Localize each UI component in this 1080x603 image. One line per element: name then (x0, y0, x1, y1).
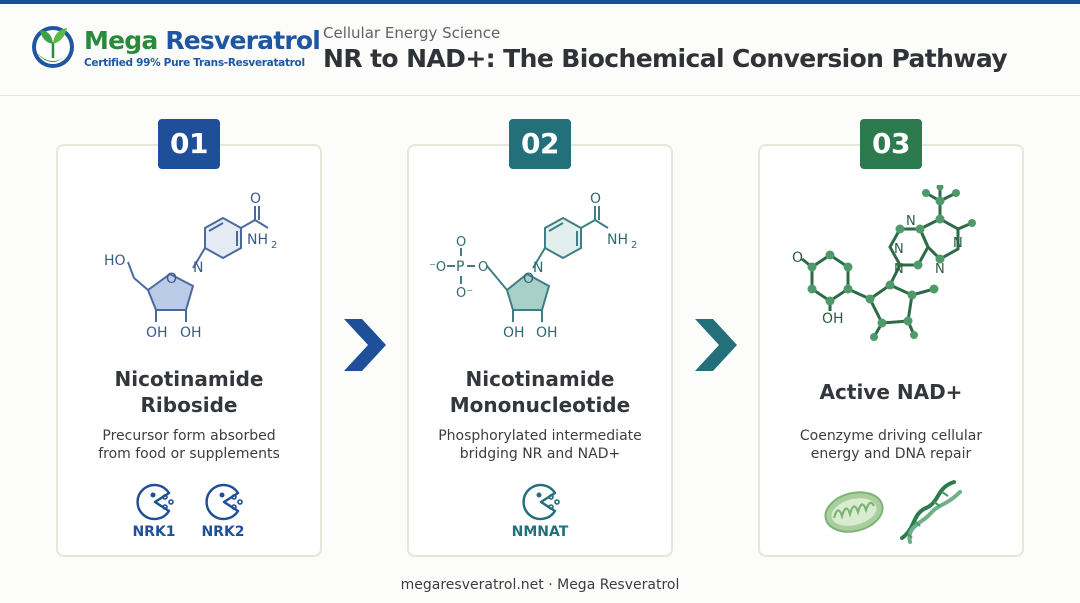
nitrogen-label-3: N (953, 236, 963, 251)
brand-name: Mega Resveratrol (84, 26, 321, 55)
step-2-description-line-2: bridging NR and NAD+ (459, 446, 621, 462)
enzyme-label-nmnat: NMNAT (511, 524, 569, 540)
nitrogen-label-4: N (935, 262, 945, 277)
ribose-oxygen-label: O (166, 271, 177, 287)
phosphate-oxygen-left: ⁻O (429, 260, 446, 275)
step-number-badge-1: 01 (158, 119, 220, 169)
nicotinamide-mononucleotide-molecule: O NH 2 N P O ⁻O O⁻ O O OH OH (429, 191, 637, 341)
carbonyl-oxygen-label: O (792, 250, 803, 266)
ring-nitrogen-label: N (533, 260, 543, 276)
step-1-title-line-2: Riboside (140, 393, 238, 417)
step-number-badge-3: 03 (860, 119, 922, 169)
brand-tagline: Certified 99% Pure Trans-Resveratatrol (84, 57, 305, 69)
step-1-description-line-2: from food or supplements (98, 446, 280, 462)
nitrogen-label-5: N (906, 214, 916, 229)
hydroxyl-label-2: OH (536, 325, 558, 341)
step-3-title: Active NAD+ (819, 380, 963, 404)
step-1-description-line-1: Precursor form absorbed (102, 428, 276, 444)
amide-oxygen-label: O (250, 191, 261, 207)
enzyme-label-nrk2: NRK2 (201, 524, 245, 540)
phosphorus-label: P (456, 259, 464, 275)
nad-molecule: O OH N N N N N (792, 185, 976, 341)
ribose-oxygen-label: O (523, 271, 534, 287)
amine-subscript: 2 (631, 240, 637, 251)
step-3-description-line-1: Coenzyme driving cellular (799, 428, 983, 444)
header-divider (0, 95, 1080, 96)
nitrogen-label-2: N (894, 262, 904, 277)
ring-nitrogen-label: N (193, 260, 203, 276)
amide-oxygen-label: O (590, 191, 601, 207)
nicotinamide-riboside-molecule: O NH 2 N HO O OH OH (104, 191, 277, 341)
hydroxyl-label: OH (822, 311, 844, 327)
step-2-description-line-1: Phosphorylated intermediate (438, 428, 642, 444)
enzyme-pacman-icon (136, 483, 174, 521)
page-title: NR to NAD+: The Biochemical Conversion P… (323, 44, 1008, 73)
chevron-right-icon (344, 319, 386, 371)
enzyme-pacman-icon (522, 483, 560, 521)
top-accent-bar (0, 0, 1080, 4)
step-number-badge-2: 02 (509, 119, 571, 169)
enzyme-pacman-icon (205, 483, 243, 521)
phosphate-linker-oxygen: O (478, 260, 488, 275)
dna-helix-icon (900, 480, 962, 544)
hydroxyl-label-2: OH (180, 325, 202, 341)
step-card-1 (56, 144, 322, 557)
leaf-globe-logo-icon (32, 26, 74, 68)
amine-subscript: 2 (271, 240, 277, 251)
brand-name-part1: Mega (84, 26, 166, 55)
step-1-title-line-1: Nicotinamide (114, 367, 264, 391)
footer-text: megaresveratrol.net · Mega Resveratrol (400, 577, 680, 593)
chevron-right-icon (695, 319, 737, 371)
hydroxymethyl-label: HO (104, 253, 126, 269)
brand-name-part2: Resveratrol (165, 26, 321, 55)
step-2-title-line-1: Nicotinamide (465, 367, 615, 391)
step-3-description-line-2: energy and DNA repair (810, 446, 972, 462)
step-2-title-line-2: Mononucleotide (449, 393, 631, 417)
phosphate-oxygen-bottom: O⁻ (456, 286, 473, 301)
mitochondria-icon (824, 491, 884, 533)
amine-label: NH (247, 232, 268, 248)
step-card-3 (758, 144, 1024, 557)
phosphate-oxygen-top: O (456, 235, 466, 250)
hydroxyl-label-1: OH (503, 325, 525, 341)
hydroxyl-label-1: OH (146, 325, 168, 341)
eyebrow-text: Cellular Energy Science (323, 24, 501, 42)
nitrogen-label-1: N (894, 242, 904, 257)
amine-label: NH (607, 232, 628, 248)
enzyme-label-nrk1: NRK1 (132, 524, 176, 540)
